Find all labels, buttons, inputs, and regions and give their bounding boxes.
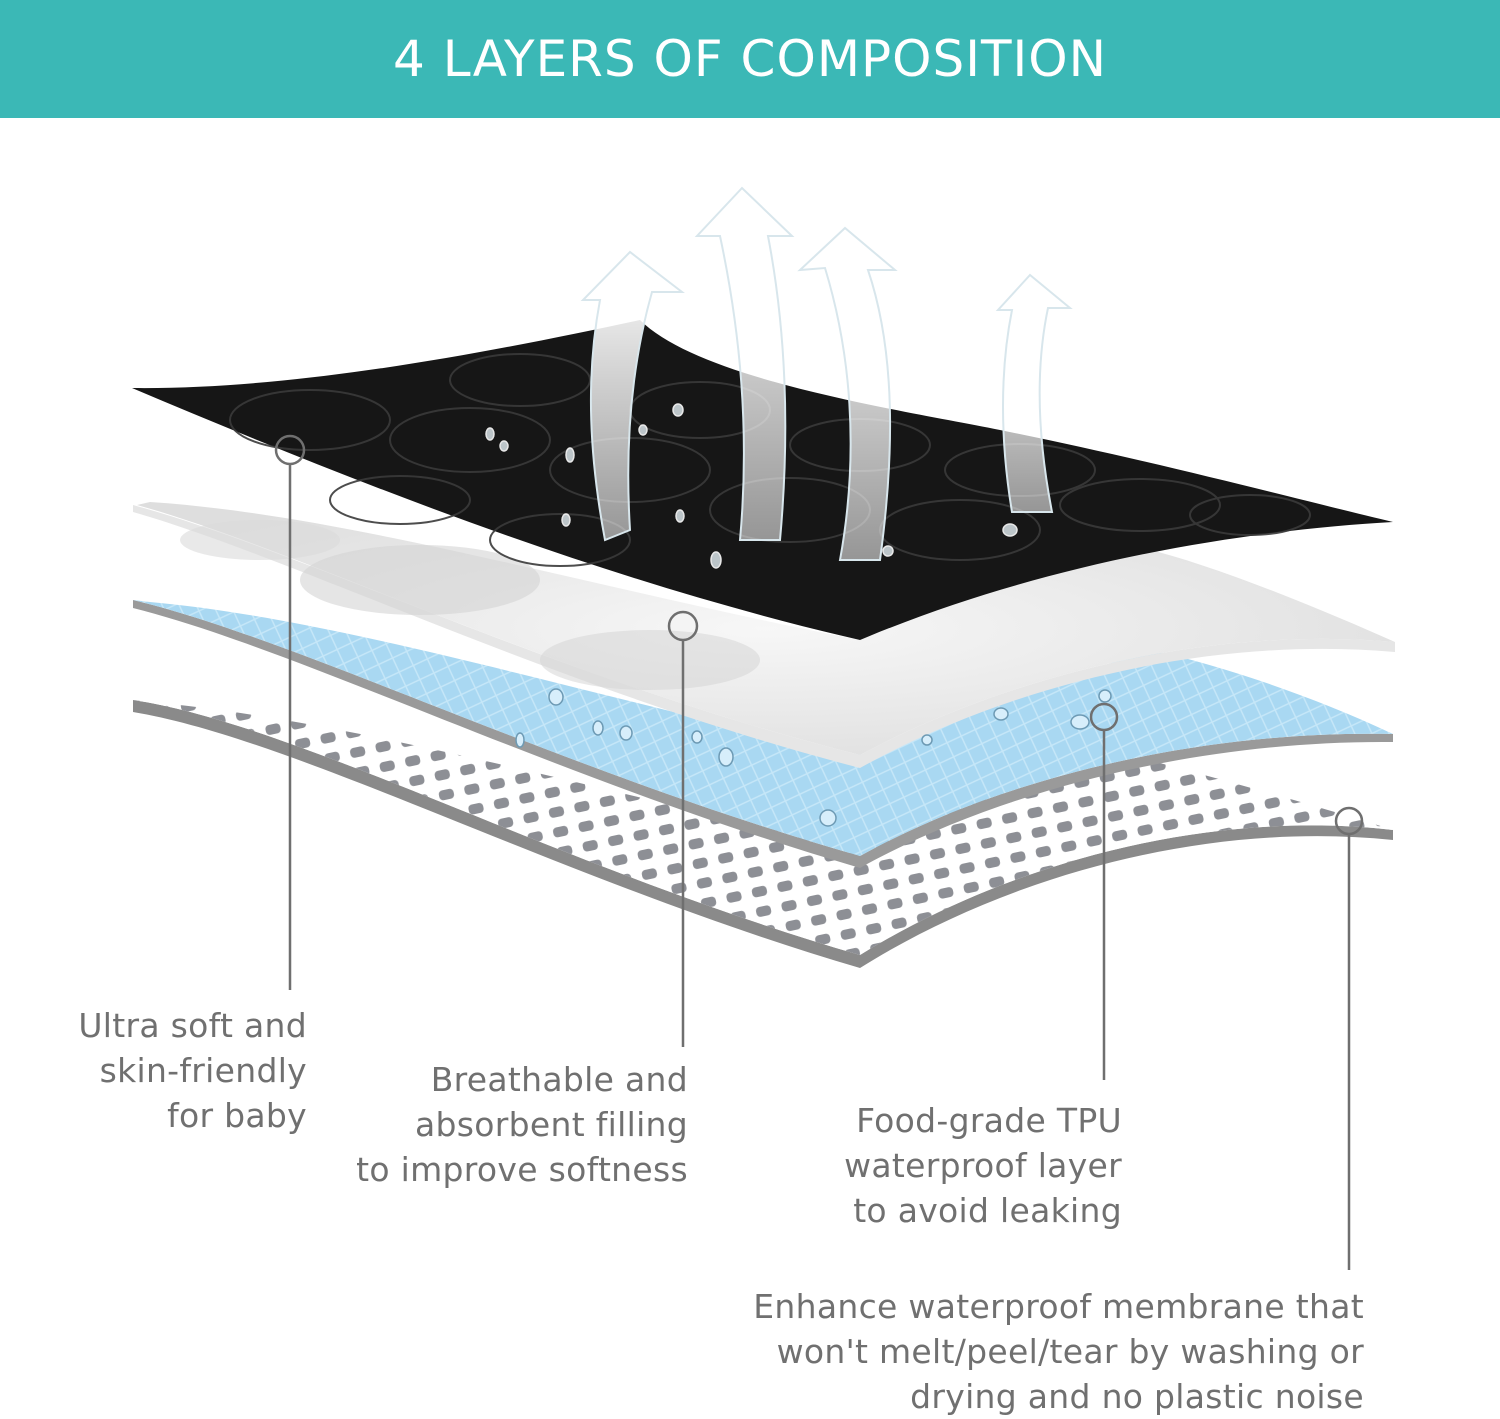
up-arrow-icon xyxy=(694,186,795,541)
caption-membrane: Enhance waterproof membrane that won't m… xyxy=(753,1284,1364,1419)
caption-line: Enhance waterproof membrane that xyxy=(753,1287,1364,1326)
caption-tpu: Food-grade TPU waterproof layer to avoid… xyxy=(844,1098,1122,1233)
caption-line: Ultra soft and xyxy=(78,1006,307,1045)
caption-line: for baby xyxy=(167,1096,307,1135)
caption-line: Breathable and xyxy=(430,1060,688,1099)
caption-line: to improve softness xyxy=(356,1150,688,1189)
page-title: 4 LAYERS OF COMPOSITION xyxy=(393,30,1107,88)
caption-line: won't melt/peel/tear by washing or xyxy=(776,1332,1364,1371)
caption-filling: Breathable and absorbent filling to impr… xyxy=(356,1057,688,1192)
water-droplet-icon xyxy=(515,688,1112,827)
caption-line: drying and no plastic noise xyxy=(910,1377,1364,1416)
up-arrow-icon xyxy=(797,226,898,561)
tpu-layer xyxy=(133,600,1393,868)
caption-line: absorbent filling xyxy=(415,1105,688,1144)
caption-line: Food-grade TPU xyxy=(856,1101,1122,1140)
water-droplet-icon xyxy=(485,403,1018,569)
up-arrow-icon xyxy=(995,273,1073,513)
caption-top-fabric: Ultra soft and skin-friendly for baby xyxy=(78,1003,307,1138)
layer-illustration xyxy=(132,186,1395,1270)
up-arrow-icon xyxy=(580,250,685,542)
header-banner: 4 LAYERS OF COMPOSITION xyxy=(0,0,1500,118)
caption-line: waterproof layer xyxy=(844,1146,1122,1185)
caption-line: to avoid leaking xyxy=(853,1191,1122,1230)
caption-line: skin-friendly xyxy=(99,1051,307,1090)
